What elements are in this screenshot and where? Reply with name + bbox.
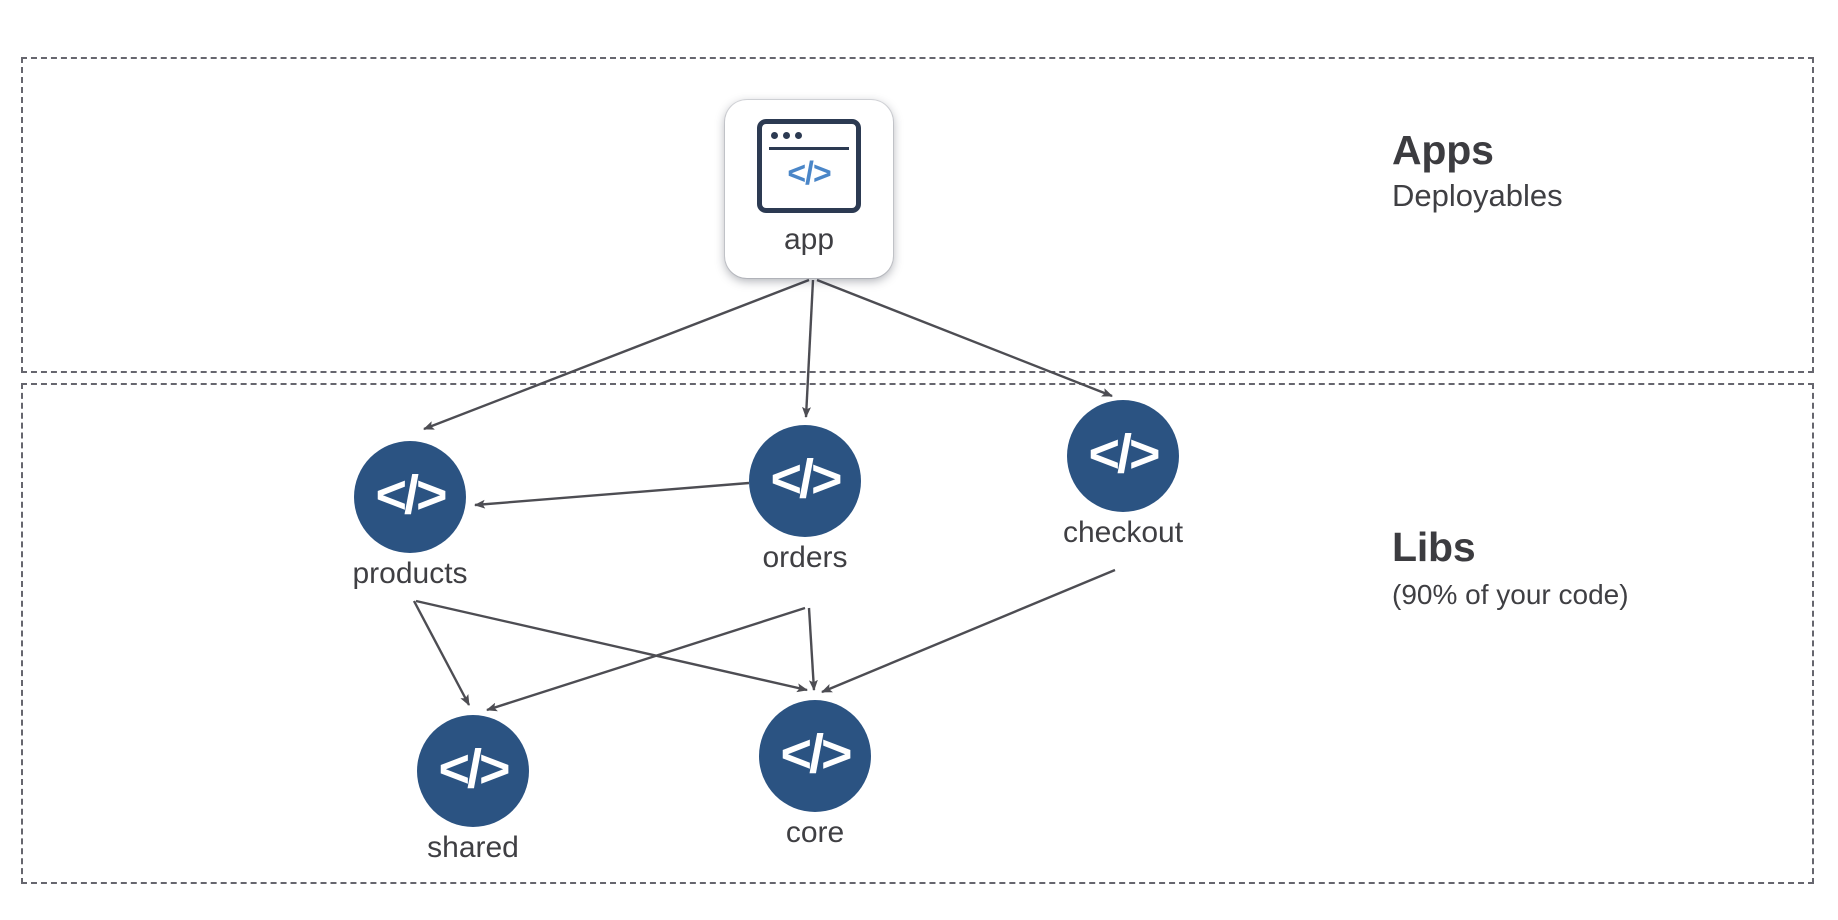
code-circle-icon: </> [749,425,861,537]
code-glyph: </> [780,724,852,784]
code-circle-icon: </> [759,700,871,812]
zone-apps-caption: Apps Deployables [1392,128,1563,217]
browser-code-icon: </> [757,119,861,213]
zone-apps-title: Apps [1392,127,1494,173]
code-glyph: </> [438,739,510,799]
node-shared[interactable]: </> shared [417,715,529,863]
zone-apps-subtitle: Deployables [1392,178,1563,214]
code-circle-icon: </> [354,441,466,553]
node-app[interactable]: </> app [725,100,893,278]
zone-libs-caption: Libs (90% of your code) [1392,525,1629,614]
node-products-label: products [352,557,468,590]
node-orders[interactable]: </> orders [749,425,861,573]
code-glyph: </> [787,155,831,191]
node-products[interactable]: </> products [352,441,468,589]
browser-dots-icon [771,132,802,139]
code-glyph: </> [1088,424,1160,484]
code-glyph: </> [770,449,842,509]
code-circle-icon: </> [1067,400,1179,512]
zone-libs-subtitle: (90% of your code) [1392,579,1629,611]
node-checkout[interactable]: </> checkout [1063,400,1183,548]
zone-libs-title: Libs [1392,524,1476,570]
code-circle-icon: </> [417,715,529,827]
browser-divider [769,147,849,150]
node-orders-label: orders [762,541,848,574]
node-checkout-label: checkout [1062,516,1184,549]
node-core-label: core [785,816,845,849]
node-app-label: app [783,223,835,256]
code-glyph: </> [375,465,447,525]
node-shared-label: shared [427,831,519,864]
node-core[interactable]: </> core [759,700,871,848]
zone-libs [21,383,1814,884]
